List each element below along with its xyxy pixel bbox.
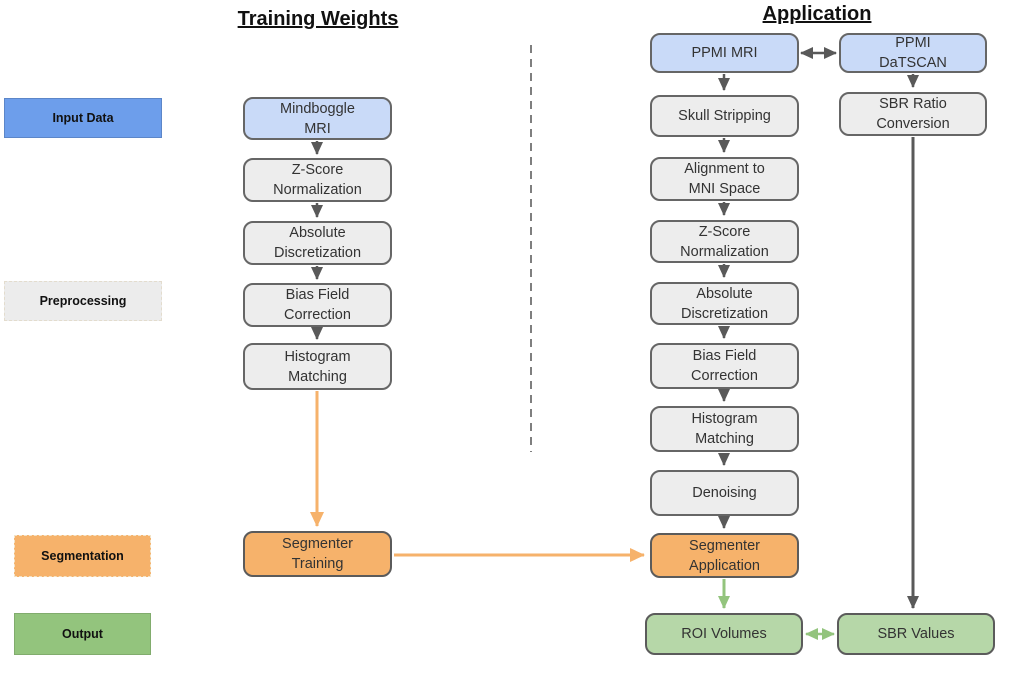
node-segmenter-training: Segmenter Training <box>243 531 392 577</box>
node-application-histogram-matching: Histogram Matching <box>650 406 799 452</box>
node-training-bias-field-correction: Bias Field Correction <box>243 283 392 327</box>
node-training-zscore-normalization: Z-Score Normalization <box>243 158 392 202</box>
application-title: Application <box>762 3 872 25</box>
node-segmenter-application: Segmenter Application <box>650 533 799 578</box>
node-sbr-values: SBR Values <box>837 613 995 655</box>
node-roi-volumes: ROI Volumes <box>645 613 803 655</box>
node-training-histogram-matching: Histogram Matching <box>243 343 392 390</box>
legend-preprocessing: Preprocessing <box>4 281 162 321</box>
legend-segmentation: Segmentation <box>14 535 151 577</box>
node-training-absolute-discretization: Absolute Discretization <box>243 221 392 265</box>
node-application-bias-field-correction: Bias Field Correction <box>650 343 799 389</box>
node-denoising: Denoising <box>650 470 799 516</box>
node-skull-stripping: Skull Stripping <box>650 95 799 137</box>
node-alignment-mni-space: Alignment to MNI Space <box>650 157 799 201</box>
legend-input-data: Input Data <box>4 98 162 138</box>
node-mindboggle-mri: Mindboggle MRI <box>243 97 392 140</box>
node-ppmi-datscan: PPMI DaTSCAN <box>839 33 987 73</box>
node-sbr-ratio-conversion: SBR Ratio Conversion <box>839 92 987 136</box>
node-ppmi-mri: PPMI MRI <box>650 33 799 73</box>
legend-output: Output <box>14 613 151 655</box>
node-application-zscore-normalization: Z-Score Normalization <box>650 220 799 263</box>
node-application-absolute-discretization: Absolute Discretization <box>650 282 799 325</box>
training-weights-title: Training Weights <box>237 8 399 30</box>
